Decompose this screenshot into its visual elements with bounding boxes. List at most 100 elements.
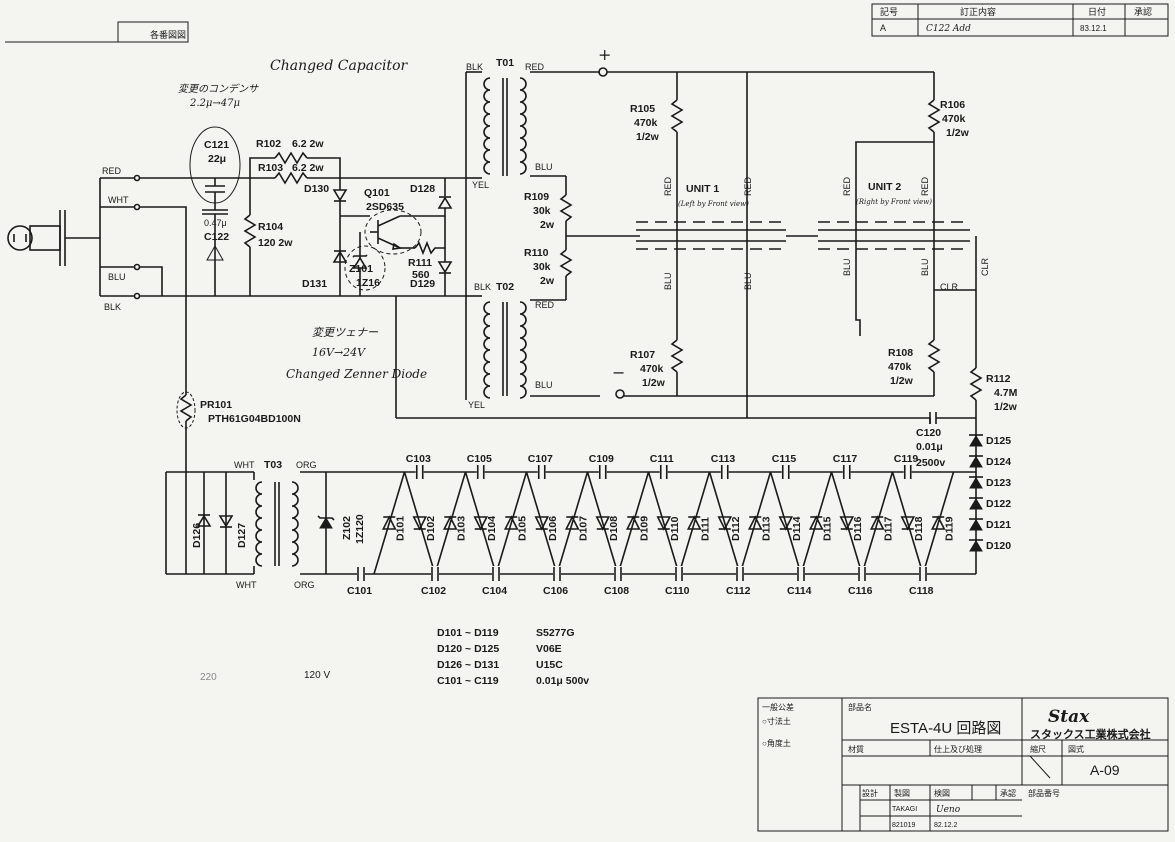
rev-mark: A [880,23,886,33]
r102-r103-resistors: R102 6.2 2w R103 6.2 2w [249,138,466,185]
unit-2: R106 470k 1/2w UNIT 2 (Right by Front vi… [786,72,977,396]
r112-ref: R112 [986,373,1011,385]
rev-date: 83.12.1 [1080,24,1107,33]
diode-label: D103 [455,516,467,541]
diode-label: D119 [943,516,955,541]
diode-label: D106 [547,516,559,541]
diode-label: D117 [882,516,894,541]
changed-zener-note: Changed Zenner Diode [286,367,427,381]
wire-red-label: RED [102,166,122,176]
zener-change-val-note: 16V→24V [312,346,366,359]
r106-value: 470k [942,113,966,125]
diode-d118: D118 [891,471,925,575]
parts-list-part-0: S5277G [536,627,575,639]
capacitor-label: C102 [421,585,446,597]
u2-red-right: RED [920,176,930,196]
t02-blu-label: BLU [535,380,553,390]
rev-header-approve: 承認 [1134,6,1152,17]
zener-change-jp-note: 変更ツェナー [312,326,379,339]
capacitor-label: C119 [894,453,919,465]
capacitor-c112: C112 [726,566,751,597]
minus-terminal-label: − [612,363,625,382]
voltage-note: 120 V [304,670,330,681]
diode-d122: D122 [969,497,1011,510]
approve-label: 承認 [1000,788,1016,798]
capacitor-label: C117 [833,453,858,465]
c122-value: 0.47μ [204,218,227,228]
capacitor-label: C103 [406,453,431,465]
t02-yel-label: YEL [468,400,485,410]
diode-d109: D109 [617,471,650,575]
d131-ref: D131 [302,278,327,290]
t03-wht-bottom-label: WHT [236,580,257,590]
capacitor-c117: C117 [833,453,858,480]
diode-d106: D106 [525,471,559,575]
mains-wiring: RED WHT BLU BLK [100,166,466,395]
secondary-wiring: + R109 30k 2w R110 30k 2w − [395,45,934,419]
wire-blk-label: BLK [104,302,121,312]
pr101-value: PTH61G04BD100N [208,413,301,425]
u2-blu-right: BLU [920,258,930,276]
angle-tolerance-label: ○角度土 [762,738,791,748]
diode-label: D112 [730,516,742,541]
diode-d120: D120 [969,539,1011,552]
diode-d113: D113 [739,471,772,575]
revision-table: 記号 訂正内容 日付 承認 A C122 Add 83.12.1 [871,3,1169,37]
changed-capacitor-note: Changed Capacitor [270,58,408,74]
u2-blu-left: BLU [842,258,852,276]
parts-list-range-0: D101 ~ D119 [437,627,499,639]
check-label: 検図 [934,788,950,798]
parts-list-part-1: V06E [536,643,562,655]
r105-power: 1/2w [636,131,660,143]
checker-signature: Ueno [936,805,961,815]
parts-list-range-1: D120 ~ D125 [437,643,499,655]
parts-list-part-2: U15C [536,659,563,671]
diode-label: D113 [760,516,772,541]
r108-power: 1/2w [890,375,914,387]
z102-ref: Z102 [341,516,353,540]
drawing-type-label: 図式 [1068,744,1084,754]
diode-label: D121 [986,519,1011,531]
wire-color-labels: RED RED BLU BLU RED RED BLU BLU CLR [663,176,990,290]
corner-label: 各番図図 [150,29,186,40]
diode-d101: D101 [373,471,406,575]
capacitor-label: C112 [726,585,751,597]
corner-label-box: 各番図図 [5,21,189,43]
capacitor-c107: C107 [528,453,553,480]
diode-label: D105 [516,516,528,541]
capacitor-c110: C110 [665,566,690,597]
title-block: 一般公差 ○寸法土 ○角度土 部品名 ESTA-4U 回路図 Stax スタック… [757,697,1169,832]
r111-value: 560 [412,269,430,281]
u2-red-left: RED [842,176,852,196]
u1-blu-left: BLU [663,272,673,290]
capacitor-label: C116 [848,585,873,597]
parts-list-part-3: 0.01μ 500v [536,675,589,687]
capacitor-label: C111 [650,453,674,465]
part-name-label: 部品名 [848,702,872,712]
diode-label: D111 [699,517,711,541]
diode-label: D118 [913,516,925,541]
check-date: 82.12.2 [934,822,957,829]
general-tolerance-label: 一般公差 [762,702,794,712]
diode-label: D102 [425,516,437,541]
capacitor-c108: C108 [604,566,629,597]
capacitor-label: C108 [604,585,629,597]
r110-power: 2w [540,275,555,287]
t01-ref: T01 [496,57,514,69]
capacitor-label: C101 [347,585,372,597]
r110-ref: R110 [524,247,549,259]
rev-header-mark: 記号 [880,6,898,17]
diode-d110: D110 [647,471,681,575]
capacitor-c105: C105 [467,453,492,480]
capacitor-c104: C104 [482,566,507,597]
parts-list-range-2: D126 ~ D131 [437,659,499,671]
c122-ref: C122 [204,231,229,243]
r108-ref: R108 [888,347,913,359]
drawing-number: A-09 [1090,762,1120,778]
diode-d108: D108 [586,471,620,575]
capacitor-c111: C111 [650,453,674,480]
diode-label: D115 [821,516,833,541]
